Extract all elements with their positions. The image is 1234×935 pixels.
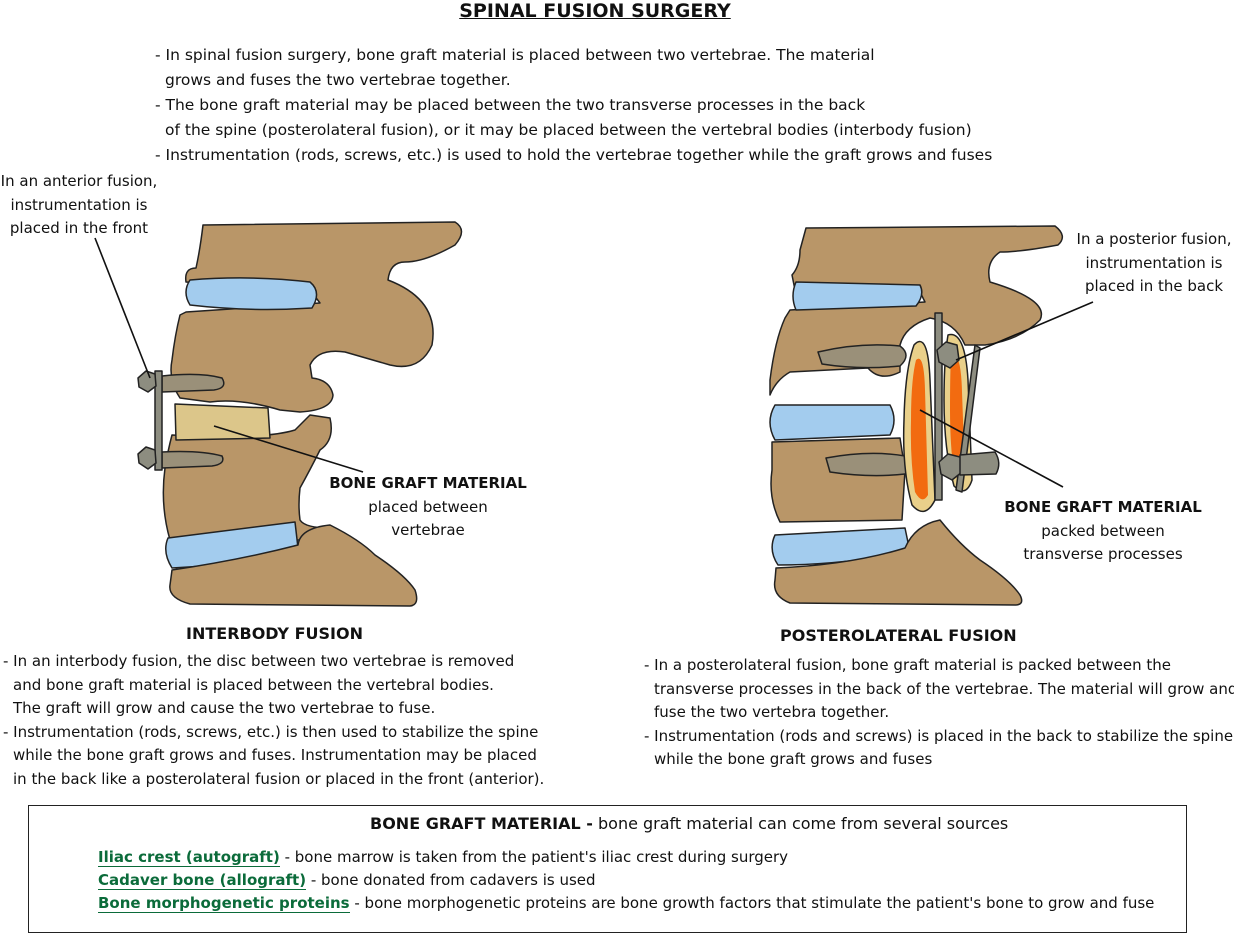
leader-anterior xyxy=(94,237,151,379)
description-line: and bone graft material is placed betwee… xyxy=(13,675,494,694)
left-middle-vertebra xyxy=(162,414,335,541)
posterolateral-fusion-heading: POSTEROLATERAL FUSION xyxy=(780,626,1017,645)
posterolateral-description: - In a posterolateral fusion, bone graft… xyxy=(644,654,1234,772)
posterior-fusion-note: In a posterior fusion, instrumentation i… xyxy=(1074,228,1234,299)
source-link-cadaver-bone[interactable]: Cadaver bone (allograft) xyxy=(98,871,307,890)
interbody-description: - In an interbody fusion, the disc betwe… xyxy=(3,650,544,791)
description-line: transverse processes in the back of the … xyxy=(654,679,1234,698)
intro-line: of the spine (posterolateral fusion), or… xyxy=(165,121,972,139)
description-line: in the back like a posterolateral fusion… xyxy=(13,769,545,788)
right-graft-orange-1 xyxy=(910,358,928,500)
source-item: Cadaver bone (allograft) - bone donated … xyxy=(98,871,596,890)
left-graft-label: BONE GRAFT MATERIAL placed between verte… xyxy=(328,472,528,543)
graft-label-line: packed between xyxy=(1041,521,1165,540)
graft-label-title: BONE GRAFT MATERIAL xyxy=(1004,498,1202,516)
source-desc: - bone marrow is taken from the patient'… xyxy=(279,848,789,866)
graft-label-line: transverse processes xyxy=(1023,545,1183,563)
note-line: instrumentation is xyxy=(10,195,148,214)
note-line: placed in the back xyxy=(1084,277,1224,295)
graft-label-title: BONE GRAFT MATERIAL xyxy=(329,474,527,492)
intro-line: - Instrumentation (rods, screws, etc.) i… xyxy=(155,146,993,164)
description-line: while the bone graft grows and fuses xyxy=(654,750,933,768)
right-screw-bottom xyxy=(825,452,911,477)
source-item: Iliac crest (autograft) - bone marrow is… xyxy=(98,848,789,867)
right-middle-vertebra xyxy=(770,437,906,523)
graft-label-line: placed between xyxy=(368,497,488,516)
graft-label-line: vertebrae xyxy=(391,521,465,539)
right-nut-top xyxy=(936,341,960,369)
leader-right-graft xyxy=(919,409,1064,488)
sources-title: BONE GRAFT MATERIAL - bone graft materia… xyxy=(370,814,1008,833)
source-link-bmp[interactable]: Bone morphogenetic proteins xyxy=(98,894,350,913)
note-line: instrumentation is xyxy=(1085,253,1223,272)
anterior-fusion-note: In an anterior fusion, instrumentation i… xyxy=(0,170,158,241)
description-line: - Instrumentation (rods and screws) is p… xyxy=(644,726,1234,745)
page-title: SPINAL FUSION SURGERY xyxy=(459,0,731,22)
left-top-vertebra xyxy=(170,221,463,413)
right-screw-top xyxy=(817,344,907,369)
intro-line: - In spinal fusion surgery, bone graft m… xyxy=(155,46,875,64)
left-screw-top xyxy=(161,373,225,393)
left-rod xyxy=(154,370,163,471)
right-bottom-vertebra xyxy=(773,519,1023,606)
leader-posterior xyxy=(955,301,1094,361)
description-line: while the bone graft grows and fuses. In… xyxy=(13,746,537,764)
description-line: - In a posterolateral fusion, bone graft… xyxy=(644,656,1171,674)
right-middle-disc xyxy=(769,404,895,441)
left-nut-top xyxy=(137,370,157,393)
source-desc: - bone morphogenetic proteins are bone g… xyxy=(349,894,1155,912)
left-graft-block xyxy=(174,403,271,441)
right-top-disc xyxy=(792,281,923,311)
left-screw-bottom xyxy=(161,450,224,469)
intro-line: - The bone graft material may be placed … xyxy=(155,96,866,114)
left-top-disc xyxy=(185,277,318,311)
leader-left-graft xyxy=(213,425,364,473)
note-line: In a posterior fusion, xyxy=(1076,230,1232,248)
description-line: fuse the two vertebra together. xyxy=(654,703,890,721)
right-graft-label: BONE GRAFT MATERIAL packed between trans… xyxy=(1002,496,1204,567)
source-item: Bone morphogenetic proteins - bone morph… xyxy=(98,894,1155,913)
sources-title-bold: BONE GRAFT MATERIAL - xyxy=(370,814,593,833)
graft-sources-box: BONE GRAFT MATERIAL - bone graft materia… xyxy=(28,805,1187,933)
right-rod-1 xyxy=(934,312,943,501)
intro-line: grows and fuses the two vertebrae togeth… xyxy=(165,71,511,89)
sources-title-rest: bone graft material can come from severa… xyxy=(592,814,1009,833)
note-line: placed in the front xyxy=(9,219,149,237)
left-bottom-vertebra xyxy=(169,524,418,607)
source-link-iliac-crest[interactable]: Iliac crest (autograft) xyxy=(98,848,280,867)
description-line: - Instrumentation (rods, screws, etc.) i… xyxy=(3,722,539,741)
interbody-fusion-heading: INTERBODY FUSION xyxy=(186,624,363,643)
description-line: - In an interbody fusion, the disc betwe… xyxy=(3,652,515,670)
source-desc: - bone donated from cadavers is used xyxy=(306,871,596,889)
description-line: The graft will grow and cause the two ve… xyxy=(13,699,436,717)
left-nut-bottom xyxy=(137,446,157,470)
intro-text: - In spinal fusion surgery, bone graft m… xyxy=(155,43,992,168)
note-line: In an anterior fusion, xyxy=(0,172,158,190)
right-screw-head xyxy=(959,451,1000,476)
